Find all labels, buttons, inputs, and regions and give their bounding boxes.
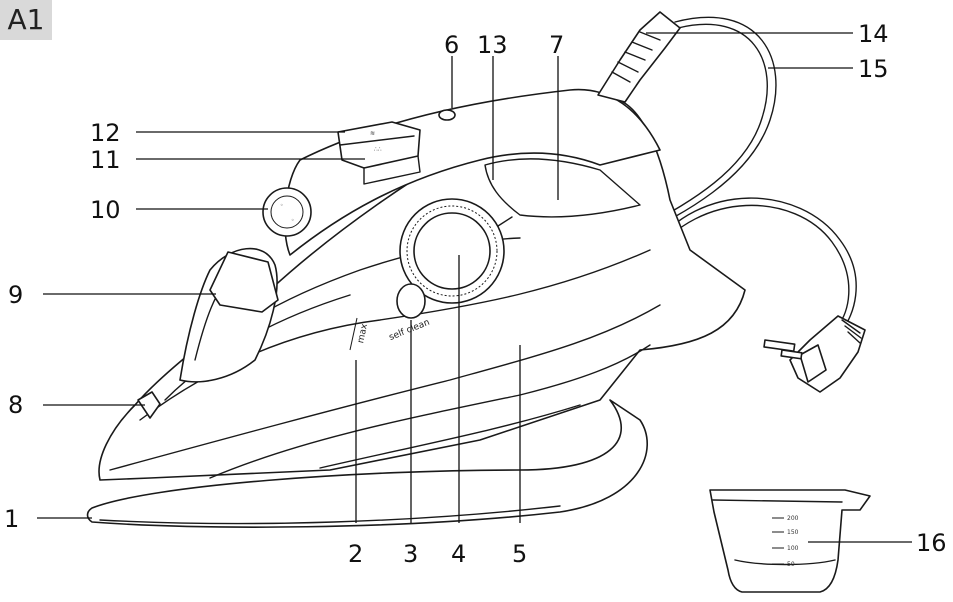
- callout-1: 1: [4, 505, 19, 533]
- callout-8: 8: [8, 391, 23, 419]
- callout-5: 5: [512, 540, 527, 568]
- cup-scale-100: 100: [787, 545, 799, 552]
- plug: [763, 315, 866, 393]
- callout-10: 10: [90, 196, 121, 224]
- cup-scale-150: 150: [787, 529, 799, 536]
- max-fill-mark: max: [356, 322, 370, 344]
- self-clean-button: [396, 283, 426, 319]
- callout-11: 11: [90, 146, 121, 174]
- measuring-cup: 200 150 100 50: [709, 489, 871, 593]
- callout-4: 4: [451, 540, 466, 568]
- callout-15: 15: [858, 55, 889, 83]
- leader-lines: [37, 32, 912, 543]
- callout-2: 2: [348, 540, 363, 568]
- callout-7: 7: [549, 31, 564, 59]
- callout-6: 6: [444, 31, 459, 59]
- callout-13: 13: [477, 31, 508, 59]
- callout-3: 3: [403, 540, 418, 568]
- soleplate: [86, 399, 648, 528]
- svg-text:≋: ≋: [370, 130, 375, 137]
- top-controls: ≋ ∴∴ ◦ ◦ self clean max: [137, 109, 513, 419]
- cup-scale-200: 200: [787, 515, 799, 522]
- callout-16: 16: [916, 529, 947, 557]
- cup-scale-50: 50: [787, 561, 795, 568]
- svg-text:∴∴: ∴∴: [374, 146, 382, 153]
- callout-12: 12: [90, 119, 121, 147]
- svg-text:◦: ◦: [291, 217, 295, 224]
- callout-14: 14: [858, 20, 889, 48]
- power-cord: [639, 16, 857, 326]
- callout-labels: 1 2 3 4 5 6 7 8 9 10 11 12 13 14 15 16: [4, 20, 947, 568]
- callout-9: 9: [8, 281, 23, 309]
- figure-tag: A1: [0, 0, 52, 40]
- svg-text:◦: ◦: [280, 202, 284, 209]
